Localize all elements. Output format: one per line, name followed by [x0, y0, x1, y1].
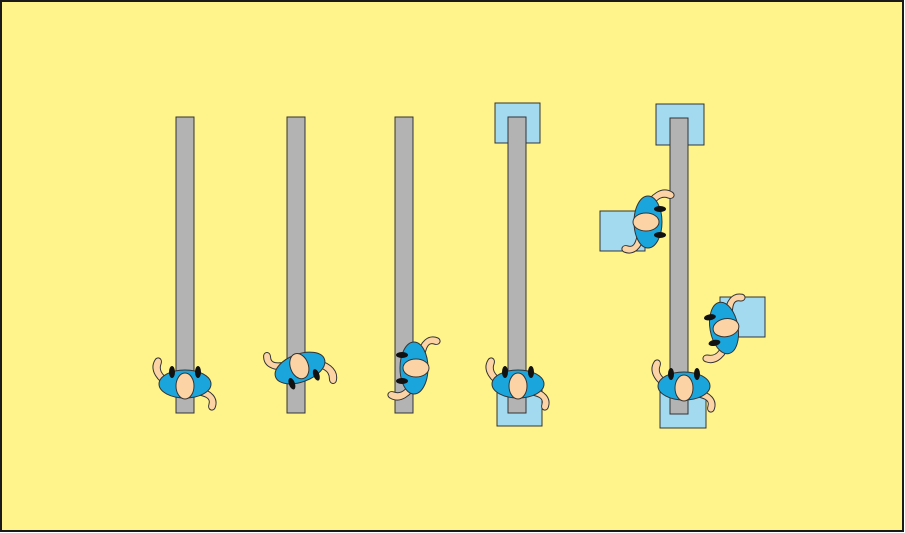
pole — [176, 117, 194, 413]
pole — [508, 117, 526, 413]
